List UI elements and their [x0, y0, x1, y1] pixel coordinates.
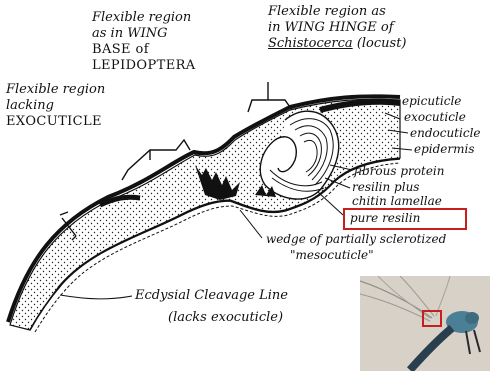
label-lepi-line2: as in WING	[92, 26, 196, 42]
label-cleavage-note: (lacks exocuticle)	[168, 310, 283, 326]
label-pure-resilin: pure resilin	[350, 211, 420, 225]
label-epicuticle: epicuticle	[402, 94, 461, 108]
label-exocuticle: exocuticle	[404, 110, 466, 124]
label-hinge-line3: Schistocerca (locust)	[268, 36, 407, 52]
insect-photo	[360, 276, 490, 371]
label-lepidoptera: Flexible region as in WING BASE of LEPID…	[92, 10, 196, 74]
label-lacking-line1: Flexible region	[6, 82, 105, 98]
label-hinge-common: (locust)	[357, 36, 407, 51]
label-fibrous-protein: fibrous protein	[354, 164, 444, 178]
label-wedge-line2: "mesocuticle"	[290, 248, 374, 262]
label-cleavage-line: Ecdysial Cleavage Line	[135, 288, 288, 304]
label-hinge-line1: Flexible region as	[268, 4, 407, 20]
label-epidermis: epidermis	[414, 142, 475, 156]
label-lepi-line3: BASE of	[92, 42, 196, 58]
label-lacking-line3: EXOCUTICLE	[6, 114, 105, 130]
label-lepi-line4: LEPIDOPTERA	[92, 58, 196, 74]
label-hinge-line2: in WING HINGE of	[268, 20, 407, 36]
label-lepi-line1: Flexible region	[92, 10, 196, 26]
insect-photo-graphic	[360, 276, 490, 371]
label-lacking-line2: lacking	[6, 98, 105, 114]
label-chitin-lamellae: chitin lamellae	[352, 194, 442, 208]
label-resilin-plus: resilin plus	[352, 180, 419, 194]
label-wedge-line1: wedge of partially sclerotized	[266, 232, 446, 246]
label-hinge-genus: Schistocerca	[268, 36, 353, 51]
label-wing-hinge: Flexible region as in WING HINGE of Schi…	[268, 4, 407, 52]
label-endocuticle: endocuticle	[410, 126, 481, 140]
label-lacking-exocuticle: Flexible region lacking EXOCUTICLE	[6, 82, 105, 130]
